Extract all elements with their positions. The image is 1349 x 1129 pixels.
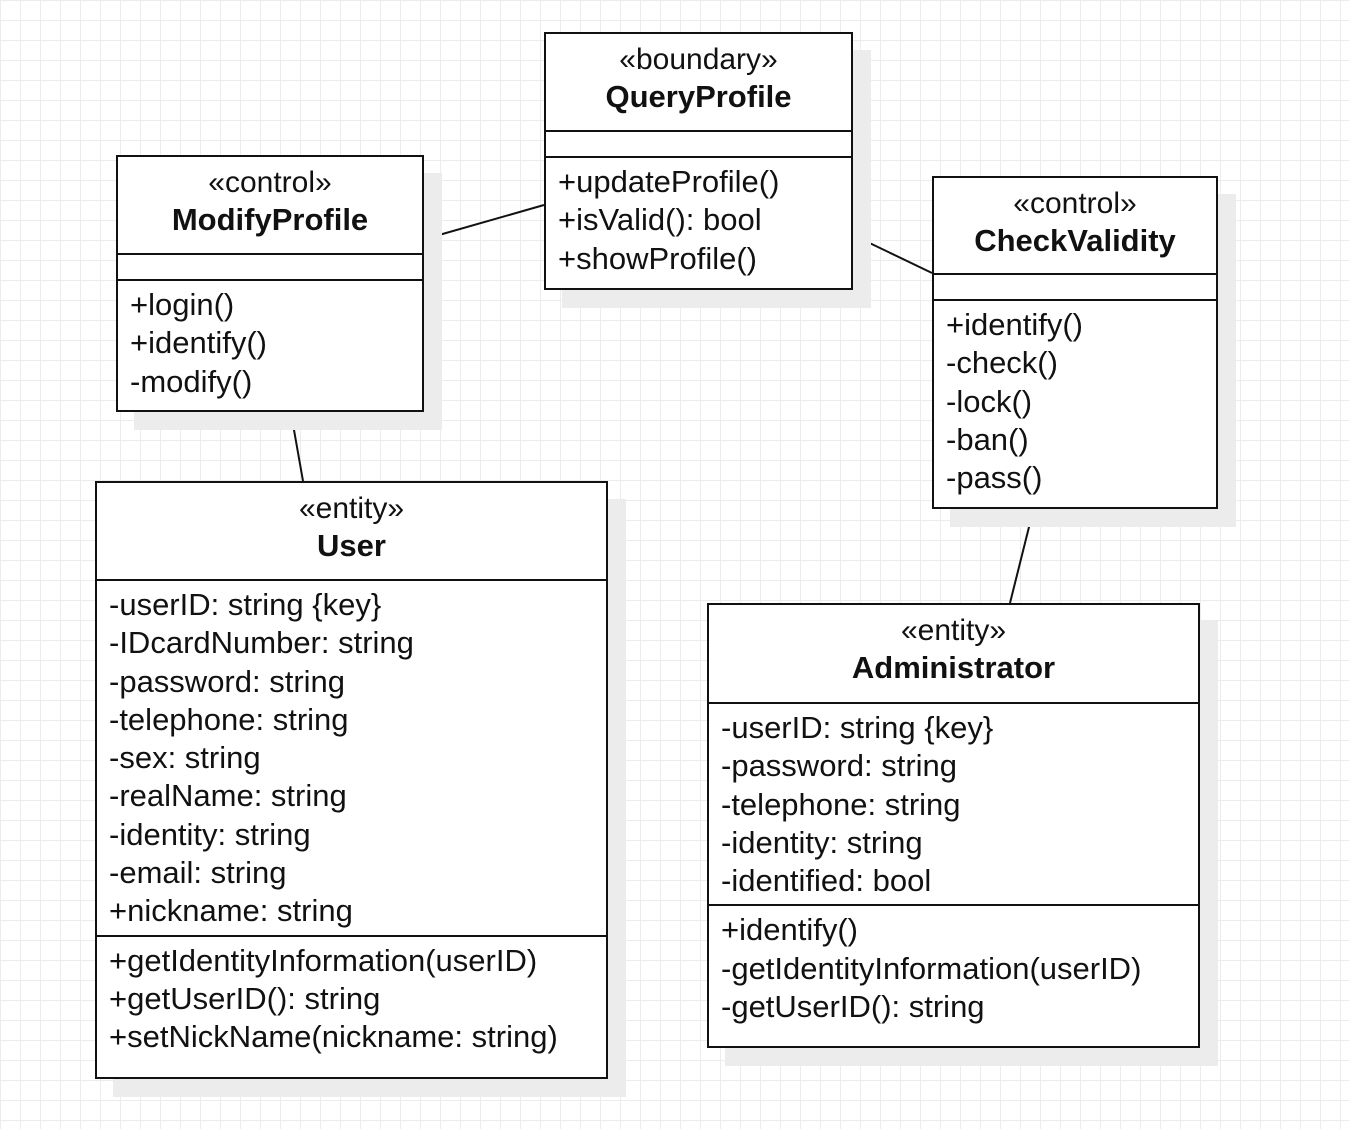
attribute-item: -identified: bool <box>721 863 932 899</box>
class-queryprofile[interactable]: «boundary» QueryProfile +updateProfile()… <box>544 32 853 290</box>
attribute-item: -identity: string <box>721 824 923 860</box>
association-modifyprofile-queryprofile <box>424 204 545 240</box>
attribute-item: -realName: string <box>109 778 347 814</box>
attributes-compartment: -userID: string {key} -IDcardNumber: str… <box>97 581 606 937</box>
class-name: User <box>317 528 386 563</box>
operations-compartment: +identify() -getIdentityInformation(user… <box>709 906 1198 1030</box>
class-modifyprofile[interactable]: «control» ModifyProfile +login() +identi… <box>116 155 424 412</box>
attribute-item: -IDcardNumber: string <box>109 625 414 661</box>
class-header: «entity» Administrator <box>709 605 1198 704</box>
operations-compartment: +updateProfile() +isValid(): bool +showP… <box>546 158 851 282</box>
operations-compartment: +login() +identify() -modify() <box>118 281 422 405</box>
class-header: «entity» User <box>97 483 606 581</box>
attribute-item: -password: string <box>721 748 958 784</box>
operation-item: +identify() <box>946 307 1083 342</box>
operation-item: +identify() <box>130 325 267 361</box>
operation-item: -ban() <box>946 421 1029 457</box>
class-name: ModifyProfile <box>171 202 369 237</box>
stereotype-label: «boundary» <box>619 43 778 76</box>
stereotype-label: «entity» <box>298 492 405 525</box>
class-header: «control» CheckValidity <box>934 178 1216 275</box>
attribute-item: -telephone: string <box>109 701 349 737</box>
operation-item: +login() <box>130 287 235 322</box>
class-name: Administrator <box>851 650 1056 685</box>
attribute-item: -userID: string {key} <box>109 587 382 622</box>
attribute-item: -userID: string {key} <box>721 710 994 745</box>
operation-item: -modify() <box>130 363 253 399</box>
operation-item: -getUserID(): string <box>721 989 985 1025</box>
operation-item: +getIdentityInformation(userID) <box>109 942 538 978</box>
operation-item: -check() <box>946 345 1058 381</box>
association-modifyprofile-user <box>290 412 304 482</box>
attributes-compartment <box>546 132 851 158</box>
operation-item: +showProfile() <box>558 240 757 276</box>
operation-item: +isValid(): bool <box>558 202 762 238</box>
class-header: «boundary» QueryProfile <box>546 34 851 132</box>
operation-item: +setNickName(nickname: string) <box>109 1019 558 1055</box>
operation-item: +identify() <box>721 912 858 948</box>
attributes-compartment: -userID: string {key} -password: string … <box>709 704 1198 907</box>
operation-item: -pass() <box>946 460 1043 496</box>
association-checkvalidity-administrator <box>1009 510 1034 604</box>
attributes-compartment <box>934 275 1216 301</box>
operation-item: +updateProfile() <box>558 164 780 199</box>
operations-compartment: +identify() -check() -lock() -ban() -pas… <box>934 301 1216 501</box>
class-name: CheckValidity <box>974 223 1176 258</box>
stereotype-label: «control» <box>208 166 332 199</box>
association-queryprofile-checkvalidity <box>854 235 933 274</box>
attribute-item: -email: string <box>109 855 287 891</box>
class-administrator[interactable]: «entity» Administrator -userID: string {… <box>707 603 1200 1048</box>
stereotype-label: «control» <box>1013 187 1137 220</box>
class-checkvalidity[interactable]: «control» CheckValidity +identify() -che… <box>932 176 1218 509</box>
class-user[interactable]: «entity» User -userID: string {key} -IDc… <box>95 481 608 1079</box>
attribute-item: -sex: string <box>109 740 261 776</box>
attribute-item: -identity: string <box>109 816 311 852</box>
attribute-item: -password: string <box>109 663 346 699</box>
operations-compartment: +getIdentityInformation(userID) +getUser… <box>97 937 606 1061</box>
attribute-item: -telephone: string <box>721 786 961 822</box>
class-header: «control» ModifyProfile <box>118 157 422 255</box>
operation-item: +getUserID(): string <box>109 980 381 1016</box>
class-name: QueryProfile <box>605 79 792 114</box>
stereotype-label: «entity» <box>900 614 1007 647</box>
attributes-compartment <box>118 255 422 281</box>
attribute-item: +nickname: string <box>109 893 353 929</box>
operation-item: -lock() <box>946 383 1033 419</box>
operation-item: -getIdentityInformation(userID) <box>721 950 1142 986</box>
